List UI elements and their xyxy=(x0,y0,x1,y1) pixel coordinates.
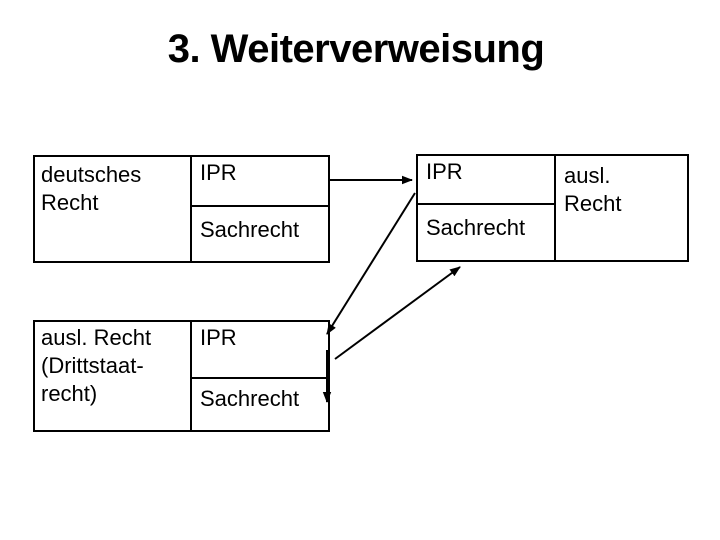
cell-foreign-ipr: IPR xyxy=(418,156,554,205)
cell-german-ipr: IPR xyxy=(192,157,328,207)
label-ausl-recht: ausl. Recht xyxy=(554,156,687,260)
label-line: (Drittstaat- xyxy=(41,353,144,378)
box-drittstaatrecht: ausl. Recht (Drittstaat- recht) IPR Sach… xyxy=(33,320,330,432)
box-deutsches-recht: deutsches Recht IPR Sachrecht xyxy=(33,155,330,263)
label-line: recht) xyxy=(41,381,98,406)
cell-third-sachrecht: Sachrecht xyxy=(200,386,300,411)
label-line: Recht xyxy=(41,190,99,215)
cell-german-sachrecht: Sachrecht xyxy=(200,217,300,242)
cell-third-ipr: IPR xyxy=(192,322,328,379)
label-line: Recht xyxy=(564,191,622,216)
box-deutsches-recht-column: IPR Sachrecht xyxy=(192,157,328,261)
slide-title: 3. Weiterverweisung xyxy=(167,27,545,71)
arrow-third-to-foreign-sachrecht xyxy=(334,266,461,360)
label-line: ausl. xyxy=(564,163,611,188)
label-line: deutsches xyxy=(41,162,142,187)
label-line: ausl. Recht xyxy=(41,325,152,350)
cell-foreign-sachrecht: Sachrecht xyxy=(426,215,526,240)
label-drittstaatrecht: ausl. Recht (Drittstaat- recht) xyxy=(35,322,192,430)
box-ausl-recht-column: IPR Sachrecht xyxy=(418,156,554,260)
arrow-foreign-ipr-to-third-ipr xyxy=(326,192,416,335)
box-drittstaatrecht-column: IPR Sachrecht xyxy=(192,322,328,430)
box-ausl-recht: IPR Sachrecht ausl. Recht xyxy=(416,154,689,262)
label-deutsches-recht: deutsches Recht xyxy=(35,157,192,261)
